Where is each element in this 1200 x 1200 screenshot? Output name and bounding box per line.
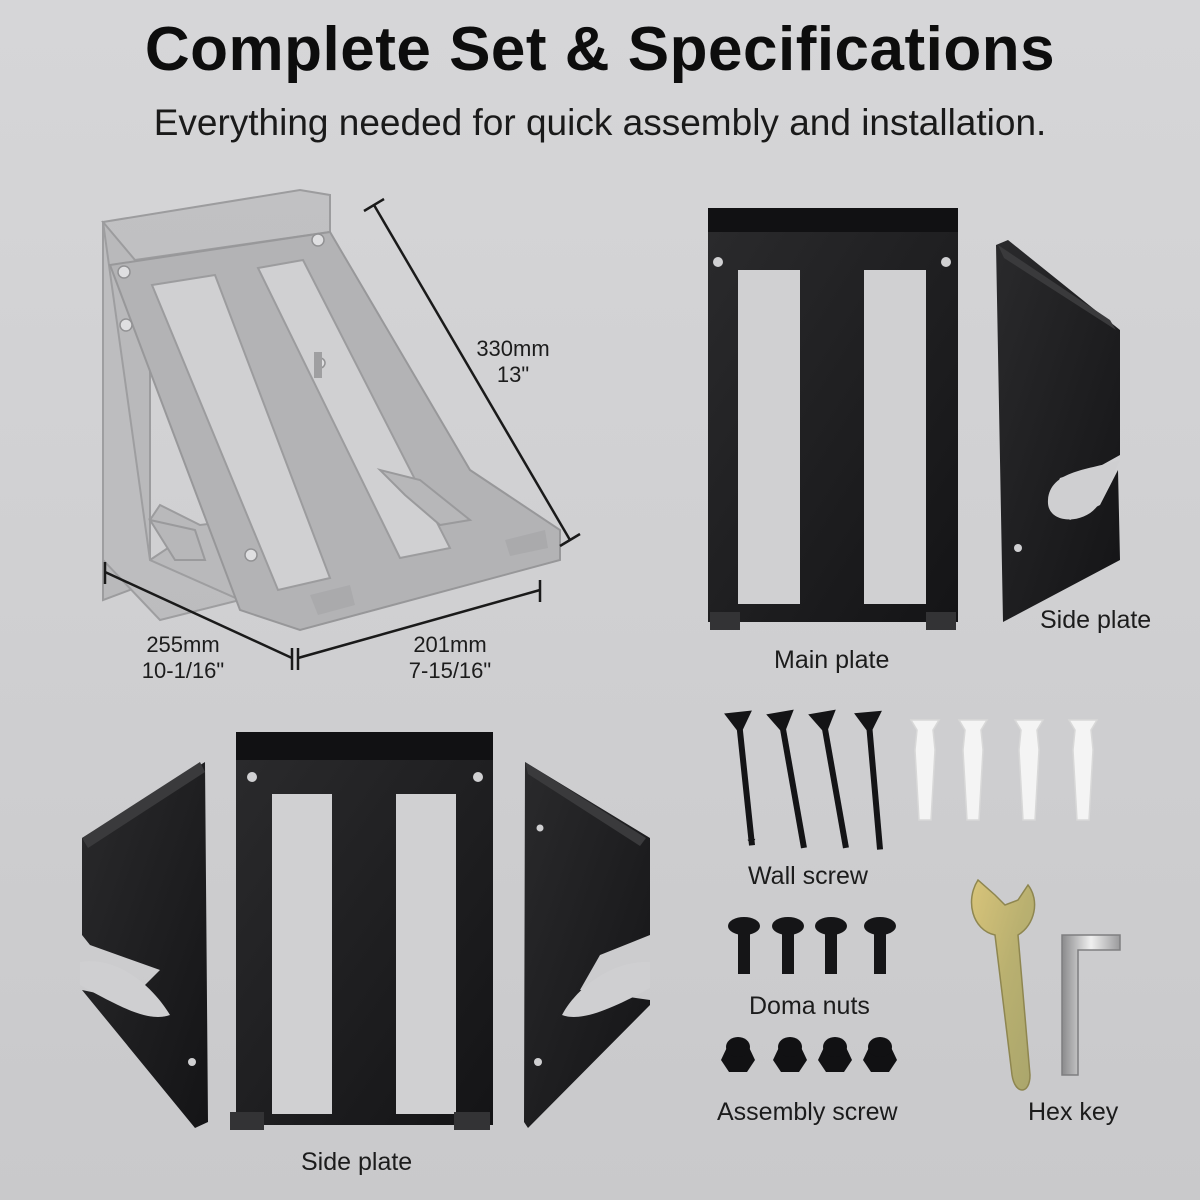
label-main-plate: Main plate — [774, 646, 890, 674]
label-side-plate-bottom: Side plate — [301, 1148, 413, 1176]
label-assembly-screw: Assembly screw — [717, 1098, 898, 1126]
dimension-diagonal: 330mm 13" — [458, 336, 568, 388]
dimension-depth-metric: 255mm — [146, 632, 220, 657]
dimension-diagonal-metric: 330mm — [476, 336, 550, 361]
wrench-graphic — [970, 878, 1036, 1091]
bottom-right-side-plate — [524, 762, 650, 1128]
assembled-bracket-ghost — [101, 188, 561, 632]
bolts — [728, 917, 896, 974]
dimension-lines — [103, 197, 581, 670]
dimension-width-metric: 201mm — [413, 632, 487, 657]
label-doma-nuts: Doma nuts — [749, 992, 870, 1020]
hex-key-graphic — [1061, 934, 1121, 1076]
dimension-width: 201mm 7-15/16" — [385, 632, 515, 684]
label-wall-screw: Wall screw — [748, 862, 868, 890]
label-side-plate-right: Side plate — [1040, 606, 1152, 634]
page-subtitle: Everything needed for quick assembly and… — [153, 102, 1047, 143]
dome-nuts — [721, 1037, 897, 1072]
label-hex-key: Hex key — [1028, 1098, 1119, 1126]
dimension-width-imperial: 7-15/16" — [408, 658, 492, 683]
dimension-depth-imperial: 10-1/16" — [141, 658, 225, 683]
bottom-main-plate — [230, 732, 493, 1130]
wall-anchors — [909, 719, 1099, 821]
bottom-left-side-plate — [80, 762, 208, 1128]
wall-screws — [724, 709, 884, 850]
page-title: Complete Set & Specifications — [144, 15, 1056, 84]
dimension-depth: 255mm 10-1/16" — [118, 632, 248, 684]
dimension-diagonal-imperial: 13" — [496, 362, 530, 387]
side-plate-right-graphic — [996, 240, 1120, 622]
main-plate-graphic — [708, 208, 958, 630]
